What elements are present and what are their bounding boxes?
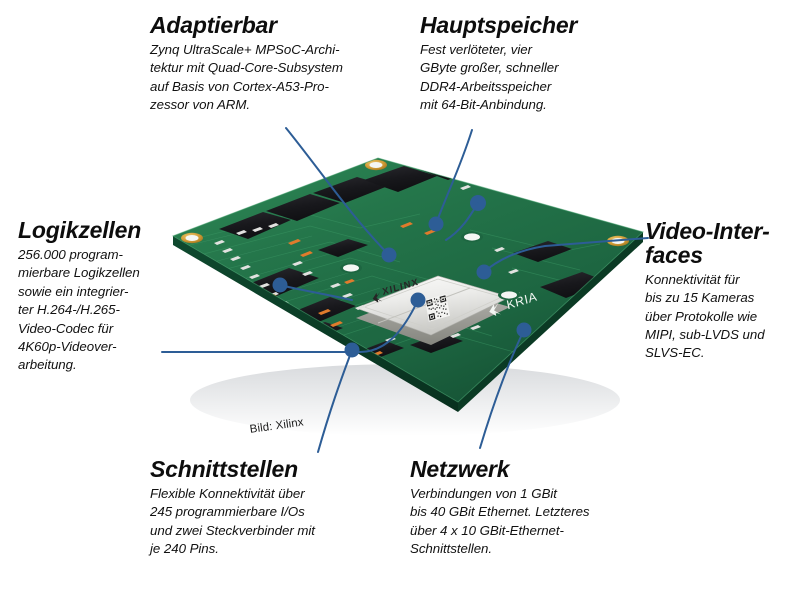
callout-title-hauptspeicher: Hauptspeicher	[420, 12, 578, 38]
chip-right-large	[540, 272, 608, 298]
callout-body-schnittstellen: Flexible Konnektivität über 245 programm…	[150, 485, 315, 557]
chip-right-mid	[513, 241, 572, 262]
leader-branch-ddr	[445, 202, 479, 241]
leader-video-interfaces	[483, 237, 649, 273]
callout-title-adaptierbar: Adaptierbar	[150, 12, 277, 38]
callout-hauptspeicher: Hauptspeicher Fest verlöteter, vier GByt…	[420, 12, 635, 115]
chip-small-mid	[318, 239, 368, 257]
chip-bottom-a	[410, 333, 463, 353]
callout-body-adaptierbar: Zynq UltraScale+ MPSoC-Archi- tektur mit…	[150, 41, 343, 113]
board-edge	[173, 232, 643, 412]
callout-body-video-interfaces: Konnektivität für bis zu 15 Kameras über…	[645, 271, 765, 361]
callout-title-schnittstellen: Schnittstellen	[150, 456, 299, 482]
qr-code	[425, 293, 450, 322]
leader-logikzellen	[161, 299, 419, 353]
callout-schnittstellen: Schnittstellen Flexible Konnektivität üb…	[150, 456, 390, 559]
leader-adaptierbar	[285, 127, 390, 256]
board-shadow	[190, 364, 620, 436]
callout-body-hauptspeicher: Fest verlöteter, vier GByte großer, schn…	[420, 41, 559, 113]
callout-body-logikzellen: 256.000 program- mierbare Logikzellen so…	[18, 246, 140, 373]
callout-title-netzwerk: Netzwerk	[410, 456, 510, 482]
leader-endpoint-dots	[272, 195, 532, 358]
callout-adaptierbar: Adaptierbar Zynq UltraScale+ MPSoC-Archi…	[150, 12, 382, 115]
pcb-outline	[171, 157, 645, 403]
callout-body-netzwerk: Verbindungen von 1 GBit bis 40 GBit Ethe…	[410, 485, 590, 557]
leader-branch-logic	[279, 284, 353, 301]
leader-hauptspeicher	[435, 129, 473, 225]
callout-video-interfaces: Video-Inter- faces Konnektivität für bis…	[645, 218, 800, 363]
callout-netzwerk: Netzwerk Verbindungen von 1 GBit bis 40 …	[410, 456, 645, 559]
leader-netzwerk	[479, 329, 525, 449]
leader-schnittstellen	[317, 349, 353, 453]
callout-logikzellen: Logikzellen 256.000 program- mierbare Lo…	[18, 217, 168, 375]
pcb-top-surface	[173, 158, 643, 402]
callout-title-video-interfaces: Video-Inter- faces	[645, 218, 770, 268]
callout-title-logikzellen: Logikzellen	[18, 217, 142, 243]
